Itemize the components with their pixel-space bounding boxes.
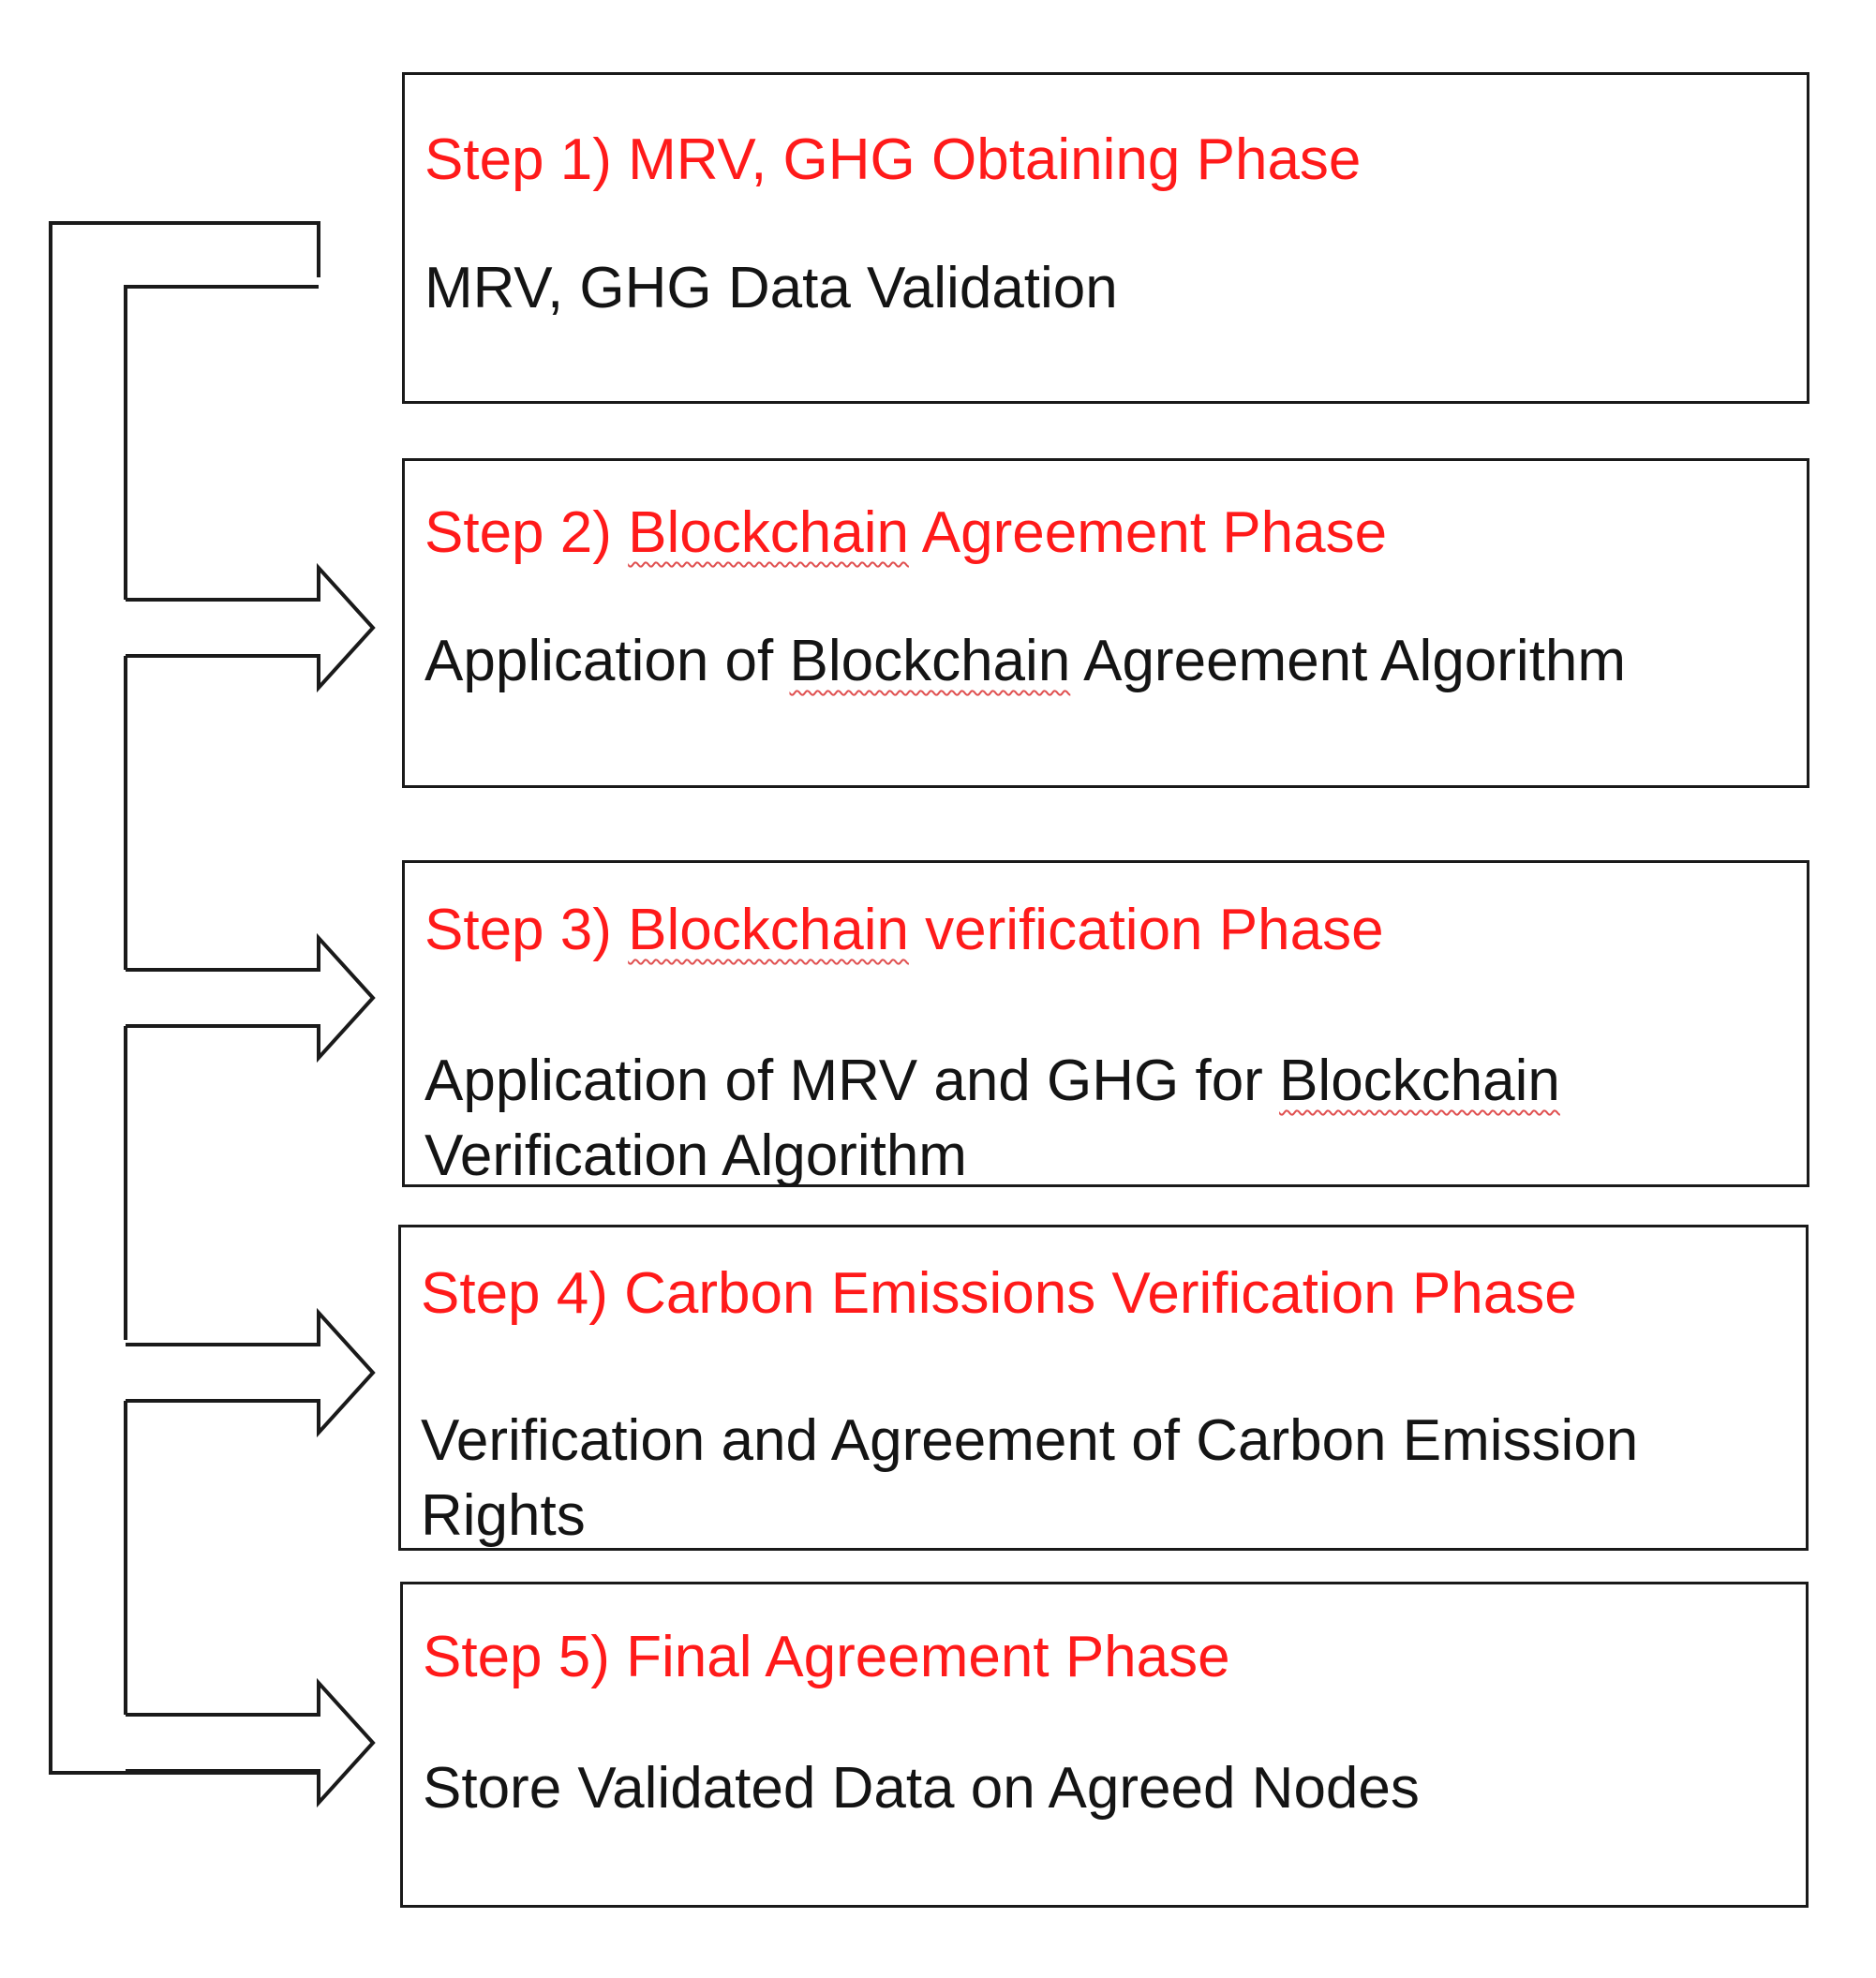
step-1-title: Step 1) MRV, GHG Obtaining Phase [424, 127, 1362, 192]
step-2-desc-suffix: Agreement Algorithm [1070, 629, 1627, 693]
step-4-description-line-1: Verification and Agreement of Carbon Emi… [421, 1408, 1639, 1473]
step-2-description-line: Application of Blockchain Agreement Algo… [424, 624, 1626, 699]
step-2-title-prefix: Step 2) [424, 500, 629, 565]
step-1-description: MRV, GHG Data Validation [424, 251, 1118, 326]
arrow-to-step-5 [126, 1677, 376, 1808]
step-4-box: Step 4) Carbon Emissions Verification Ph… [398, 1225, 1809, 1551]
step-4-description: Verification and Agreement of Carbon Emi… [421, 1404, 1638, 1554]
step-3-title-suffix: verification Phase [908, 898, 1384, 962]
arrow-to-step-3 [126, 932, 376, 1063]
step-2-description: Application of Blockchain Agreement Algo… [424, 624, 1626, 699]
outer-feedback-line [49, 221, 320, 1775]
step-2-title-flagged-word: Blockchain [628, 500, 909, 565]
step-5-title: Step 5) Final Agreement Phase [423, 1625, 1230, 1689]
step-5-box: Step 5) Final Agreement Phase Store Vali… [400, 1582, 1809, 1908]
step-4-description-line-2: Rights [421, 1483, 586, 1548]
step-2-title: Step 2) Blockchain Agreement Phase [424, 504, 1387, 562]
step-2-desc-flagged-word: Blockchain [789, 629, 1071, 693]
step-3-title: Step 3) Blockchain verification Phase [424, 901, 1384, 959]
step-4-title: Step 4) Carbon Emissions Verification Ph… [421, 1261, 1577, 1326]
step-3-title-flagged-word: Blockchain [628, 898, 909, 962]
step-3-desc-prefix: Application of MRV and GHG for [424, 1048, 1280, 1113]
step-3-description-line-1: Application of MRV and GHG for Blockchai… [424, 1044, 1560, 1119]
step-1-box: Step 1) MRV, GHG Obtaining Phase MRV, GH… [402, 72, 1809, 404]
step-2-box: Step 2) Blockchain Agreement Phase Appli… [402, 458, 1809, 788]
step-2-desc-prefix: Application of [424, 629, 790, 693]
step-5-description: Store Validated Data on Agreed Nodes [423, 1751, 1420, 1826]
step-3-box: Step 3) Blockchain verification Phase Ap… [402, 860, 1809, 1188]
step-5-description-line: Store Validated Data on Agreed Nodes [423, 1756, 1420, 1821]
step-2-title-suffix: Agreement Phase [908, 500, 1388, 565]
step-3-description: Application of MRV and GHG for Blockchai… [424, 1044, 1560, 1194]
step-1-description-line: MRV, GHG Data Validation [424, 256, 1118, 320]
arrow-to-step-4 [126, 1307, 376, 1438]
step-3-desc-flagged-word: Blockchain [1279, 1048, 1560, 1113]
step-3-title-prefix: Step 3) [424, 898, 629, 962]
arrow-to-step-2 [126, 562, 376, 693]
step-3-description-line-2: Verification Algorithm [424, 1123, 967, 1188]
inner-bracket-segment-1 [124, 285, 319, 600]
